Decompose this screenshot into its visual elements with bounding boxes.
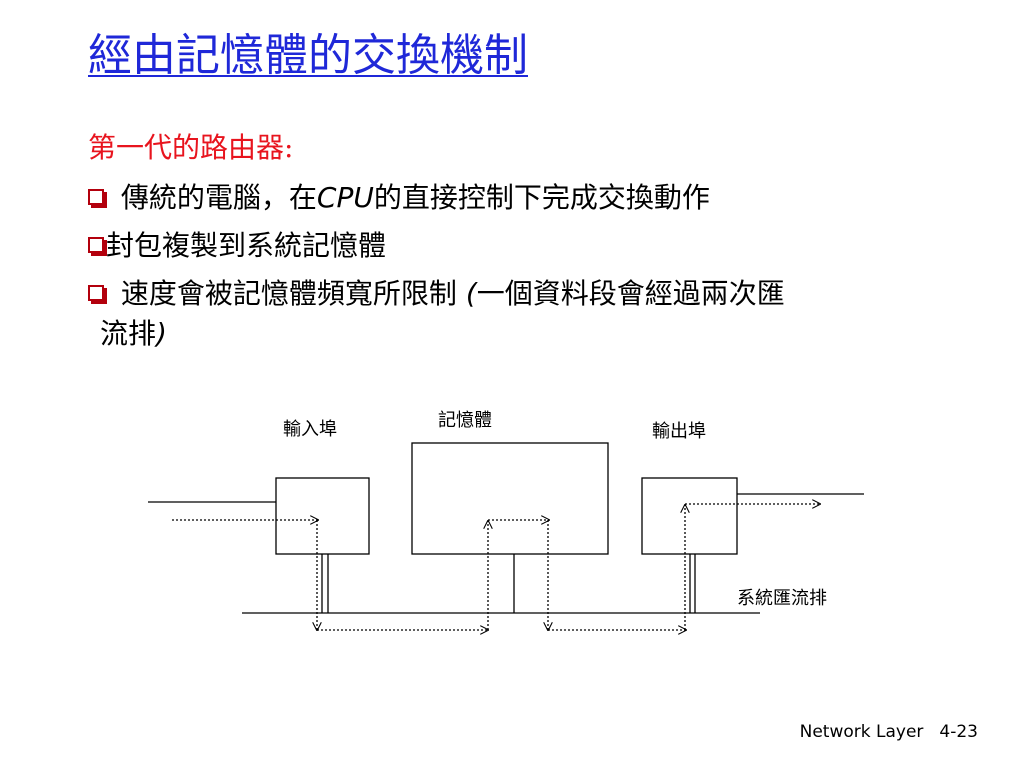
slide-footer: Network Layer 4-23 (800, 722, 978, 742)
square-bullet-icon (88, 189, 104, 205)
bullet-item-3: 速度會被記憶體頻寬所限制 (一個資料段會經過兩次匯 (88, 274, 785, 314)
bullet-item-1: 傳統的電腦，在CPU的直接控制下完成交換動作 (88, 178, 710, 218)
output-port-label: 輸出埠 (652, 421, 706, 442)
bullet-3-continuation-text: 流排 (100, 317, 157, 350)
bullet-1-text-post: 的直接控制下完成交換動作 (373, 181, 710, 214)
memory-label: 記憶體 (438, 410, 492, 431)
slide-title: 經由記憶體的交換機制 (88, 30, 528, 81)
square-bullet-icon (88, 237, 104, 253)
bullet-3-paren-open: ( (465, 277, 477, 310)
output-port-box (641, 477, 738, 555)
footer-page-number: 4-23 (939, 722, 978, 742)
footer-section: Network Layer (799, 722, 924, 742)
system-bus-label: 系統匯流排 (737, 588, 827, 609)
input-port-label: 輸入埠 (283, 419, 337, 440)
memory-box (411, 442, 609, 555)
bullet-3-text-post: 一個資料段會經過兩次匯 (476, 277, 785, 310)
bullet-3-paren-close: ) (156, 317, 167, 350)
input-port-box (275, 477, 370, 555)
bullet-item-2: 封包複製到系統記憶體 (88, 226, 386, 266)
bullet-1-text-emph: CPU (316, 181, 374, 214)
bullet-1-text-pre: 傳統的電腦，在 (112, 181, 317, 214)
slide-subtitle: 第一代的路由器: (88, 131, 294, 164)
bullet-3-continuation: 流排) (100, 314, 167, 354)
square-bullet-icon (88, 285, 104, 301)
bullet-3-text-pre: 速度會被記憶體頻寬所限制 (112, 277, 466, 310)
bullet-2-text: 封包複製到系統記憶體 (106, 229, 387, 262)
